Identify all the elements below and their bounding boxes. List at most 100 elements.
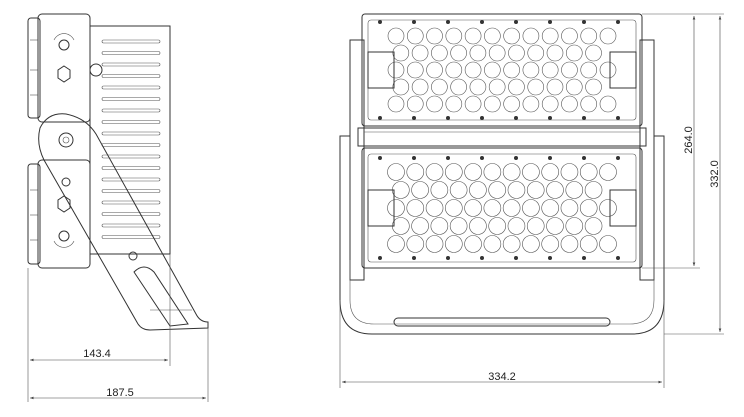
led-lens bbox=[541, 27, 559, 45]
led-lens bbox=[484, 95, 501, 113]
led-lens bbox=[507, 217, 526, 235]
screw-icon bbox=[446, 256, 450, 260]
led-lens bbox=[599, 27, 617, 45]
fin bbox=[101, 97, 161, 101]
led-lens bbox=[584, 181, 603, 199]
led-lens bbox=[541, 61, 559, 79]
led-lens bbox=[387, 95, 405, 113]
led-lens bbox=[445, 61, 463, 79]
led-lens bbox=[445, 235, 463, 253]
led-lens bbox=[565, 217, 584, 235]
led-lens bbox=[411, 217, 429, 235]
nut-icon bbox=[57, 65, 71, 83]
screw-icon bbox=[582, 256, 586, 260]
led-lens bbox=[579, 199, 598, 217]
right-rail bbox=[639, 39, 655, 281]
led-lens bbox=[560, 163, 579, 181]
fin bbox=[101, 177, 161, 182]
led-lens bbox=[450, 78, 467, 96]
led-lens bbox=[560, 199, 579, 217]
led-lens bbox=[522, 61, 540, 79]
led-lens bbox=[445, 199, 463, 217]
led-lens bbox=[469, 181, 487, 199]
fin bbox=[101, 235, 161, 239]
fin bbox=[101, 189, 161, 193]
led-lens bbox=[599, 95, 617, 113]
led-lens bbox=[411, 44, 429, 62]
led-lens bbox=[526, 181, 545, 199]
screw-icon bbox=[582, 156, 586, 160]
lower-module-frame bbox=[361, 147, 643, 269]
fin bbox=[101, 74, 161, 78]
led-lens bbox=[469, 78, 487, 96]
fin bbox=[101, 120, 161, 124]
led-lens bbox=[449, 217, 468, 235]
upper-module-frame bbox=[361, 13, 643, 127]
side-housing-lower bbox=[37, 159, 91, 269]
clip-left-upper bbox=[367, 51, 395, 89]
led-lens bbox=[464, 163, 482, 181]
led-lens bbox=[508, 78, 525, 96]
led-lens bbox=[580, 61, 598, 79]
led-lens bbox=[526, 217, 545, 235]
led-lens bbox=[445, 95, 463, 113]
led-lens bbox=[561, 61, 578, 79]
led-lens bbox=[565, 44, 583, 62]
screw-icon bbox=[548, 20, 552, 24]
clip-left-lower bbox=[367, 189, 395, 227]
led-lens bbox=[406, 95, 424, 113]
clip-right-lower bbox=[609, 189, 637, 227]
led-lens bbox=[483, 199, 502, 217]
led-lens bbox=[392, 181, 410, 199]
dim-label-overall-depth: 187.5 bbox=[106, 387, 134, 399]
fin bbox=[101, 39, 161, 44]
led-lens bbox=[483, 235, 502, 253]
led-lens bbox=[522, 95, 540, 113]
led-lens bbox=[426, 27, 443, 45]
led-lens bbox=[387, 27, 405, 45]
bracket-hole-icon bbox=[128, 251, 138, 261]
led-lens bbox=[431, 78, 448, 96]
led-lens bbox=[430, 217, 449, 235]
screw-icon bbox=[616, 20, 620, 24]
led-lens bbox=[392, 44, 410, 62]
led-lens bbox=[508, 44, 525, 62]
led-lens bbox=[585, 44, 602, 62]
led-lens bbox=[599, 199, 617, 217]
led-lens bbox=[503, 95, 520, 113]
led-lens bbox=[565, 181, 584, 199]
screw-icon bbox=[582, 20, 586, 24]
led-lens bbox=[579, 163, 598, 181]
led-lens bbox=[561, 95, 578, 113]
led-lens bbox=[527, 78, 545, 96]
led-lens bbox=[483, 163, 502, 181]
led-lens bbox=[599, 163, 617, 181]
led-lens bbox=[507, 181, 526, 199]
screw-icon bbox=[548, 116, 552, 120]
side-housing-upper bbox=[37, 13, 91, 123]
front-view: 334.2 264.0 332.0 bbox=[339, 13, 724, 388]
led-lens bbox=[565, 78, 583, 96]
led-lens bbox=[392, 217, 410, 235]
led-lens bbox=[484, 61, 501, 79]
led-lens bbox=[488, 44, 506, 62]
screw-icon bbox=[412, 116, 416, 120]
screw-icon bbox=[616, 256, 620, 260]
fin bbox=[101, 143, 161, 147]
led-lens bbox=[541, 95, 559, 113]
screw-icon bbox=[378, 256, 382, 260]
side-front-lens-upper bbox=[27, 17, 41, 119]
screw-icon bbox=[446, 156, 450, 160]
dim-label-housing-depth: 143.4 bbox=[83, 348, 111, 360]
led-lens bbox=[546, 78, 564, 96]
led-lens bbox=[445, 163, 463, 181]
led-lens bbox=[406, 27, 424, 45]
lower-module-inner bbox=[367, 153, 637, 263]
screw-icon bbox=[514, 116, 518, 120]
led-lens bbox=[387, 163, 405, 181]
screw-icon bbox=[514, 20, 518, 24]
led-lens bbox=[464, 95, 482, 113]
led-lens bbox=[464, 235, 482, 253]
led-lens bbox=[527, 44, 545, 62]
led-lens bbox=[387, 235, 405, 253]
